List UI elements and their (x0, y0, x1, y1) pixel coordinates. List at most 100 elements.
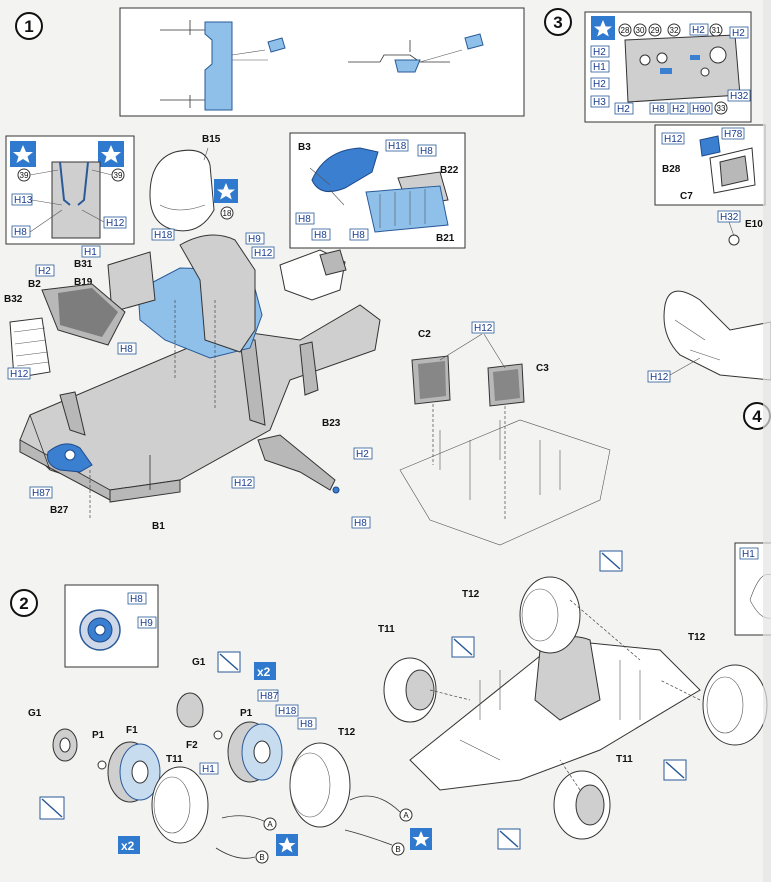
star-icon-3 (214, 179, 238, 203)
svg-text:4: 4 (752, 407, 762, 426)
svg-text:x2: x2 (257, 665, 271, 679)
svg-text:39: 39 (20, 171, 29, 180)
no-glue-icon-4 (451, 636, 475, 658)
x2-marker-2: x2 (118, 836, 140, 854)
svg-text:H8: H8 (14, 227, 27, 238)
seat-back-part (51, 161, 101, 239)
no-glue-icon (39, 796, 65, 820)
body-cowl (663, 290, 771, 381)
svg-text:P1: P1 (240, 708, 253, 719)
no-glue-icon-5 (663, 759, 687, 781)
svg-text:T11: T11 (616, 754, 633, 765)
svg-text:B22: B22 (440, 165, 459, 176)
svg-text:31: 31 (712, 26, 721, 35)
tyre-rear-right (702, 664, 768, 746)
detail-box-top (119, 7, 525, 117)
svg-text:H8: H8 (352, 230, 365, 241)
svg-text:H78: H78 (724, 129, 743, 140)
detail-glue-right (348, 33, 484, 73)
svg-text:H3: H3 (593, 97, 606, 108)
svg-text:H32: H32 (730, 91, 749, 102)
svg-text:A: A (403, 811, 409, 820)
svg-text:H2: H2 (672, 104, 685, 115)
svg-text:32: 32 (670, 26, 679, 35)
svg-text:39: 39 (114, 171, 123, 180)
svg-text:29: 29 (651, 26, 660, 35)
svg-text:H8: H8 (652, 104, 665, 115)
svg-text:H1: H1 (202, 764, 215, 775)
no-glue-icon-2 (217, 651, 241, 673)
dashboard-panel (624, 34, 741, 103)
svg-text:B31: B31 (74, 259, 93, 270)
svg-text:H87: H87 (260, 691, 279, 702)
svg-text:H8: H8 (314, 230, 327, 241)
svg-text:C2: C2 (418, 329, 431, 340)
svg-text:F2: F2 (186, 740, 198, 751)
part-B3 (311, 147, 379, 193)
svg-text:F1: F1 (126, 725, 138, 736)
svg-text:T12: T12 (688, 632, 706, 643)
svg-text:B19: B19 (74, 277, 93, 288)
tyre-rear-left (519, 576, 581, 654)
star-icon-2 (98, 141, 124, 167)
svg-text:B28: B28 (662, 164, 681, 175)
svg-text:30: 30 (636, 26, 645, 35)
svg-text:P1: P1 (92, 730, 105, 741)
svg-text:B1: B1 (152, 521, 165, 532)
svg-text:H9: H9 (248, 234, 261, 245)
svg-text:E10: E10 (745, 219, 763, 230)
svg-text:T11: T11 (378, 624, 395, 635)
svg-text:H9: H9 (140, 618, 153, 629)
svg-text:C3: C3 (536, 363, 549, 374)
step-3-marker: 3 (544, 8, 572, 36)
svg-text:G1: G1 (192, 657, 206, 668)
svg-text:H18: H18 (154, 230, 173, 241)
seat-B15 (149, 149, 215, 232)
star-icon (10, 141, 36, 167)
svg-text:B2: B2 (28, 279, 41, 290)
no-glue-icon-3 (599, 550, 623, 572)
star-icon-6 (591, 16, 615, 40)
svg-text:2: 2 (19, 594, 28, 613)
svg-text:B32: B32 (4, 294, 23, 305)
svg-text:H8: H8 (300, 719, 313, 730)
glue-tube-icon (267, 37, 286, 53)
svg-text:H12: H12 (106, 218, 125, 229)
rollhoop (179, 234, 256, 353)
svg-text:H12: H12 (474, 323, 493, 334)
x2-marker: x2 (254, 662, 276, 680)
svg-text:H90: H90 (692, 104, 711, 115)
svg-text:T12: T12 (462, 589, 480, 600)
star-icon-5 (410, 828, 432, 850)
side-panel (107, 251, 156, 313)
svg-text:H2: H2 (732, 28, 745, 39)
svg-text:B: B (259, 853, 264, 862)
svg-text:H2: H2 (593, 47, 606, 58)
part-B23 (257, 434, 336, 491)
svg-text:1: 1 (24, 17, 33, 36)
svg-text:H12: H12 (650, 372, 669, 383)
svg-text:H87: H87 (32, 488, 51, 499)
tyre-T12 (289, 742, 351, 828)
svg-text:18: 18 (223, 209, 232, 218)
glue-tube-icon-2 (464, 33, 484, 50)
step-1-marker: 1 (15, 12, 43, 40)
svg-text:H8: H8 (420, 146, 433, 157)
svg-text:H8: H8 (354, 518, 367, 529)
svg-text:B3: B3 (298, 142, 311, 153)
svg-text:H8: H8 (298, 214, 311, 225)
svg-text:H8: H8 (130, 594, 143, 605)
svg-text:x2: x2 (121, 839, 135, 853)
svg-text:T12: T12 (338, 727, 356, 738)
svg-text:28: 28 (621, 26, 630, 35)
step-2-marker: 2 (10, 589, 38, 617)
svg-text:B21: B21 (436, 233, 455, 244)
svg-text:G1: G1 (28, 708, 42, 719)
svg-text:H18: H18 (388, 141, 407, 152)
disc-G1-right (176, 692, 204, 728)
svg-text:H12: H12 (234, 478, 253, 489)
svg-text:H1: H1 (84, 247, 97, 258)
tyre-T11 (151, 766, 209, 844)
svg-text:H2: H2 (617, 104, 630, 115)
